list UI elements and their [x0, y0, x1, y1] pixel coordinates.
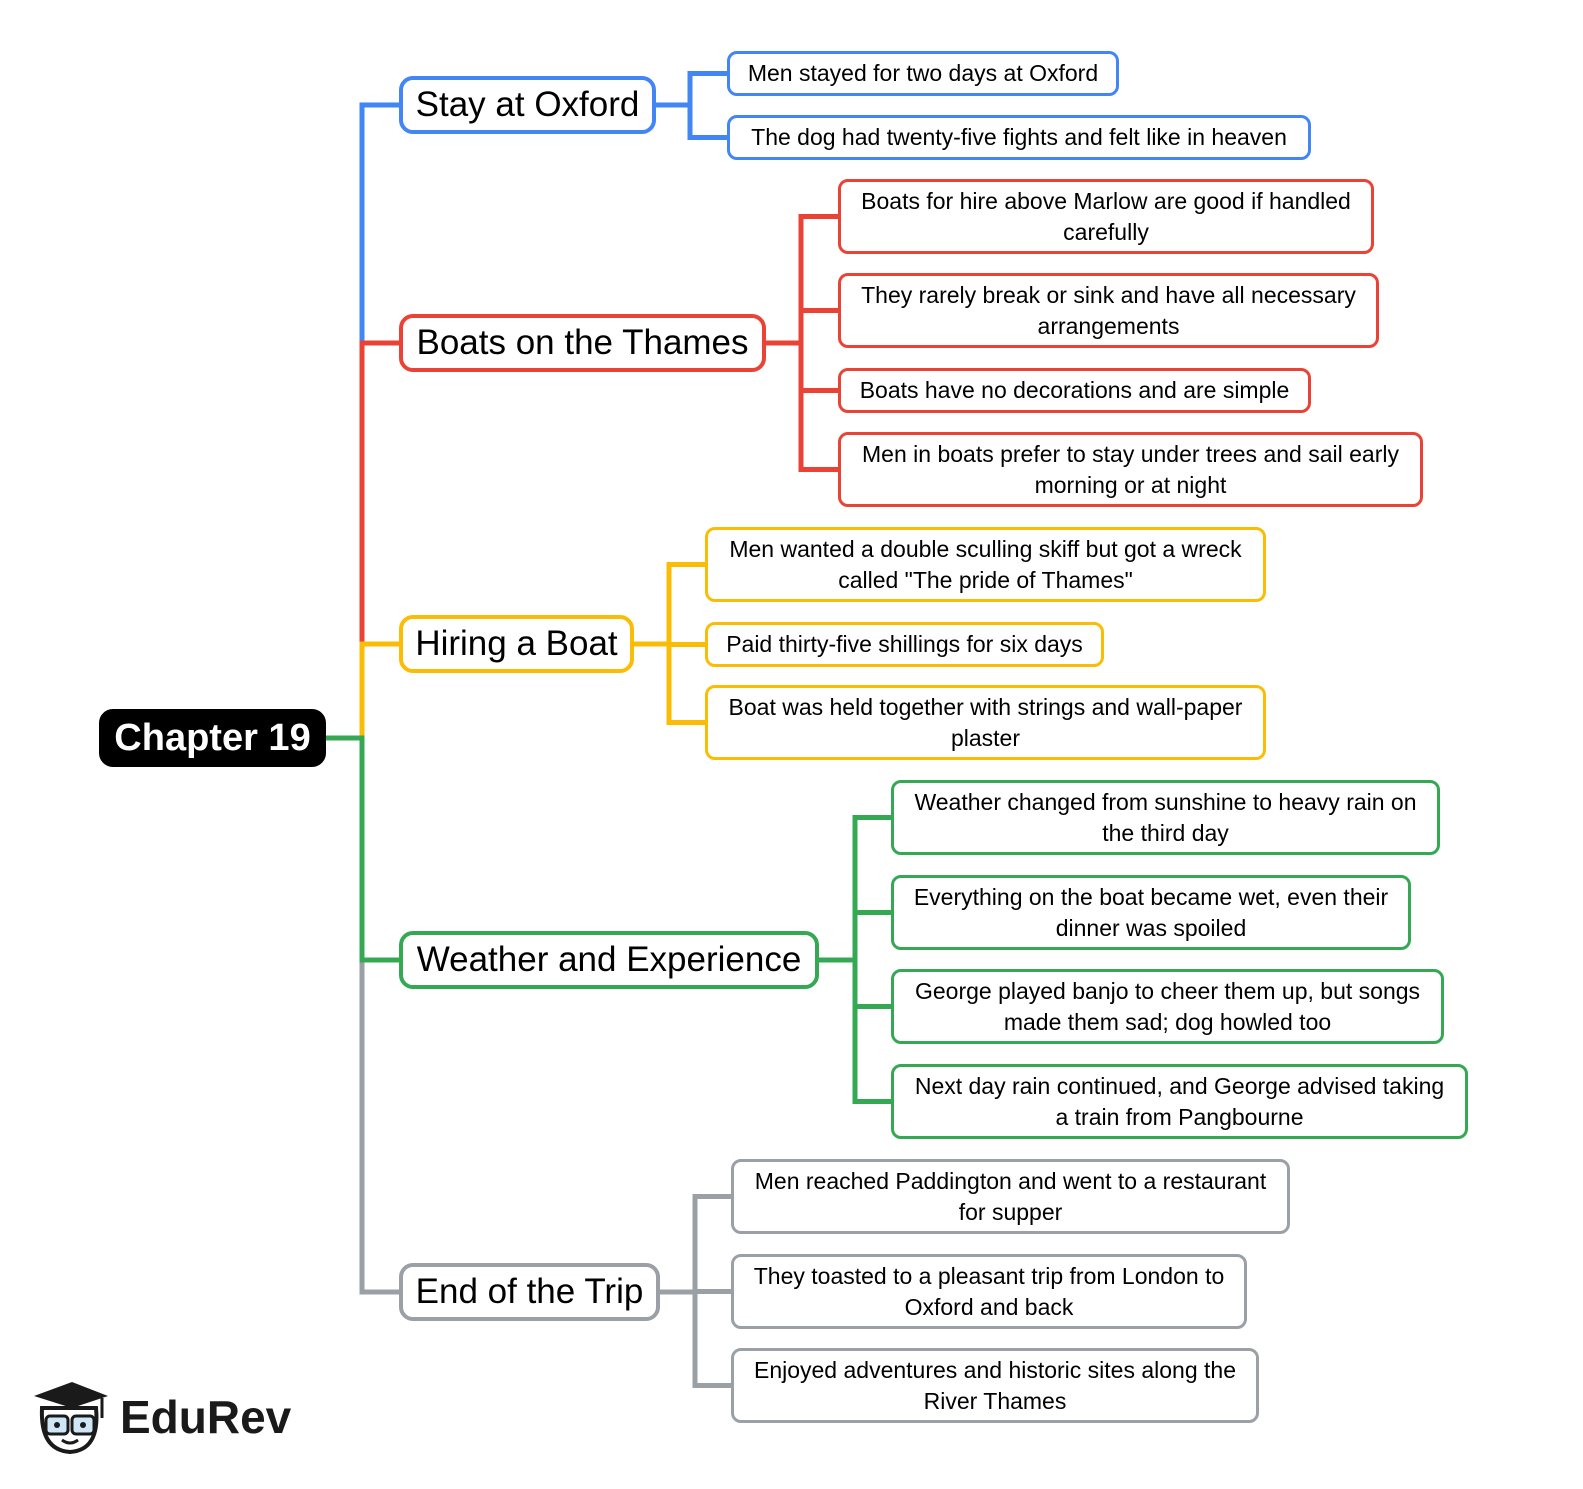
branch-node-4: Weather and Experience	[399, 931, 819, 989]
leaf-node-5-1-label: Men reached Paddington and went to a res…	[754, 1167, 1267, 1225]
leaf-node-2-2-label: They rarely break or sink and have all n…	[861, 281, 1356, 339]
root-node-chapter-label: Chapter 19	[114, 716, 311, 759]
leaf-node-4-4: Next day rain continued, and George advi…	[891, 1064, 1468, 1139]
branch-node-1: Stay at Oxford	[399, 76, 656, 134]
leaf-node-5-2: They toasted to a pleasant trip from Lon…	[731, 1254, 1247, 1329]
branch-node-1-label: Stay at Oxford	[415, 85, 640, 124]
branch-node-5: End of the Trip	[399, 1263, 660, 1321]
logo-text: EduRev	[120, 1391, 292, 1443]
leaf-node-5-3: Enjoyed adventures and historic sites al…	[731, 1348, 1259, 1423]
leaf-node-1-2: The dog had twenty-five fights and felt …	[727, 115, 1311, 160]
leaf-node-5-3-label: Enjoyed adventures and historic sites al…	[753, 1356, 1237, 1414]
leaf-node-1-2-label: The dog had twenty-five fights and felt …	[751, 124, 1287, 150]
leaf-node-1-1-label: Men stayed for two days at Oxford	[747, 60, 1099, 86]
branch-node-5-label: End of the Trip	[415, 1272, 644, 1311]
edurev-logo: EduRev	[30, 1372, 320, 1462]
leaf-node-5-1: Men reached Paddington and went to a res…	[731, 1159, 1290, 1234]
leaf-node-4-3: George played banjo to cheer them up, bu…	[891, 969, 1444, 1044]
leaf-node-3-1: Men wanted a double sculling skiff but g…	[705, 527, 1266, 602]
leaf-node-3-3: Boat was held together with strings and …	[705, 685, 1266, 760]
leaf-node-2-1: Boats for hire above Marlow are good if …	[838, 179, 1374, 254]
leaf-node-4-1: Weather changed from sunshine to heavy r…	[891, 780, 1440, 855]
leaf-node-2-1-label: Boats for hire above Marlow are good if …	[861, 187, 1351, 245]
leaf-node-5-2-label: They toasted to a pleasant trip from Lon…	[753, 1262, 1225, 1320]
leaf-node-4-1-label: Weather changed from sunshine to heavy r…	[914, 788, 1417, 846]
leaf-node-2-3: Boats have no decorations and are simple	[838, 368, 1311, 413]
leaf-node-3-1-label: Men wanted a double sculling skiff but g…	[729, 535, 1242, 593]
leaf-node-4-3-label: George played banjo to cheer them up, bu…	[914, 977, 1421, 1035]
leaf-node-4-2-label: Everything on the boat became wet, even …	[913, 883, 1389, 941]
leaf-node-3-2: Paid thirty-five shillings for six days	[705, 622, 1104, 667]
branch-node-2-label: Boats on the Thames	[416, 323, 749, 362]
leaf-node-2-4-label: Men in boats prefer to stay under trees …	[862, 440, 1399, 498]
branch-node-2: Boats on the Thames	[399, 314, 766, 372]
leaf-node-2-2: They rarely break or sink and have all n…	[838, 273, 1379, 348]
leaf-node-4-2: Everything on the boat became wet, even …	[891, 875, 1411, 950]
leaf-node-1-1: Men stayed for two days at Oxford	[727, 51, 1119, 96]
leaf-node-3-3-label: Boat was held together with strings and …	[728, 693, 1243, 751]
leaf-node-3-2-label: Paid thirty-five shillings for six days	[726, 631, 1083, 657]
branch-node-3: Hiring a Boat	[399, 615, 634, 673]
branch-node-3-label: Hiring a Boat	[415, 624, 618, 663]
graduate-owl-icon	[34, 1382, 108, 1455]
branch-node-4-label: Weather and Experience	[416, 940, 802, 979]
leaf-node-2-4: Men in boats prefer to stay under trees …	[838, 432, 1423, 507]
leaf-node-4-4-label: Next day rain continued, and George advi…	[914, 1072, 1445, 1130]
root-node-chapter: Chapter 19	[99, 709, 326, 767]
leaf-node-2-3-label: Boats have no decorations and are simple	[859, 377, 1290, 403]
